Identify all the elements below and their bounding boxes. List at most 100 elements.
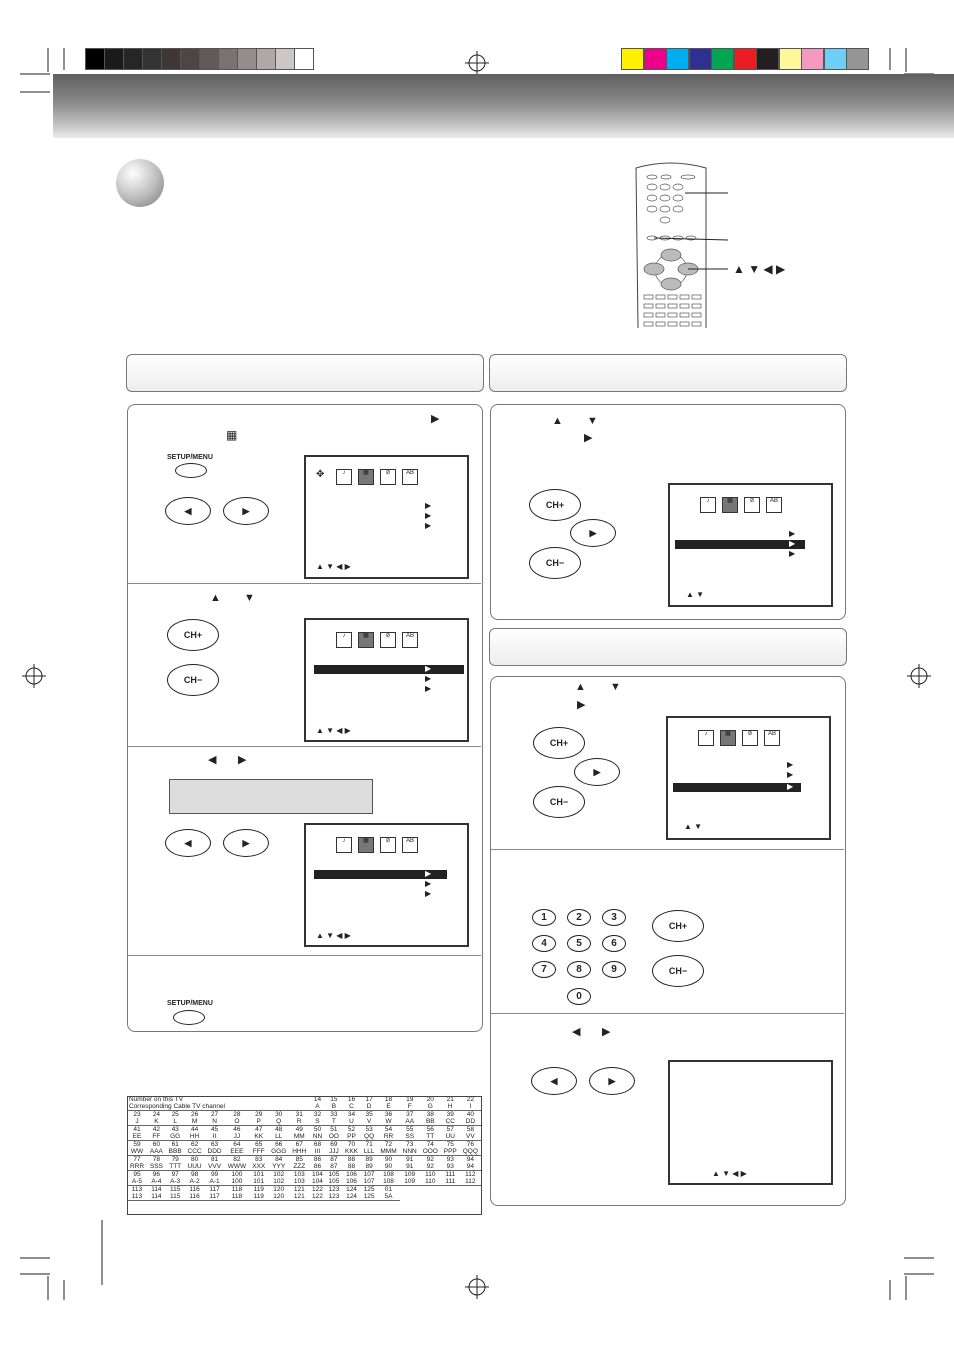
digit-button-0[interactable]: 0 bbox=[567, 988, 591, 1005]
color-swatch bbox=[621, 48, 644, 70]
left-button[interactable]: ◀ bbox=[165, 829, 211, 857]
right-button[interactable]: ▶ bbox=[223, 497, 269, 525]
setup-grid-icon: ▦ bbox=[358, 469, 374, 485]
osd-screen-6: ▲ ▼ ◀ ▶ bbox=[668, 1060, 833, 1185]
ch-plus-button[interactable]: CH+ bbox=[167, 619, 219, 651]
right-arrow-icon: ▶ bbox=[584, 432, 593, 444]
setup-menu-button[interactable] bbox=[175, 463, 207, 478]
digit-button-1[interactable]: 1 bbox=[532, 909, 556, 926]
right-button[interactable]: ▶ bbox=[589, 1067, 635, 1095]
gray-swatch bbox=[256, 48, 276, 70]
ch-minus-button[interactable]: CH− bbox=[529, 547, 581, 579]
digit-button-2[interactable]: 2 bbox=[567, 909, 591, 926]
ch-minus-button[interactable]: CH− bbox=[167, 664, 219, 696]
ch-plus-button[interactable]: CH+ bbox=[652, 910, 704, 942]
left-arrow-icon: ◀ bbox=[572, 1026, 581, 1038]
ch-minus-button[interactable]: CH− bbox=[652, 955, 704, 987]
ch-plus-button[interactable]: CH+ bbox=[529, 489, 581, 521]
osd-highlight-row bbox=[314, 665, 464, 674]
nav-hint: ▲ ▼ ◀ ▶ bbox=[316, 562, 351, 571]
color-swatch bbox=[666, 48, 689, 70]
gray-swatch bbox=[294, 48, 314, 70]
right-arrow-icon: ▶ bbox=[238, 754, 247, 766]
digit-button-8[interactable]: 8 bbox=[567, 961, 591, 978]
right-button[interactable]: ▶ bbox=[223, 829, 269, 857]
color-swatch bbox=[756, 48, 779, 70]
left-button[interactable]: ◀ bbox=[165, 497, 211, 525]
digit-button-9[interactable]: 9 bbox=[602, 961, 626, 978]
right-button[interactable]: ▶ bbox=[574, 758, 620, 786]
color-swatch bbox=[688, 48, 712, 70]
setup-menu-button[interactable] bbox=[173, 1010, 205, 1025]
setting-value-box bbox=[169, 779, 373, 814]
digit-button-7[interactable]: 7 bbox=[532, 961, 556, 978]
digit-button-6[interactable]: 6 bbox=[602, 935, 626, 952]
ch-plus-button[interactable]: CH+ bbox=[533, 727, 585, 759]
ch-minus-button[interactable]: CH− bbox=[533, 786, 585, 818]
digit-button-5[interactable]: 5 bbox=[567, 935, 591, 952]
digit-button-4[interactable]: 4 bbox=[532, 935, 556, 952]
right-button[interactable]: ▶ bbox=[570, 519, 616, 547]
gray-swatch bbox=[161, 48, 181, 70]
digit-button-3[interactable]: 3 bbox=[602, 909, 626, 926]
left-button[interactable]: ◀ bbox=[531, 1067, 577, 1095]
